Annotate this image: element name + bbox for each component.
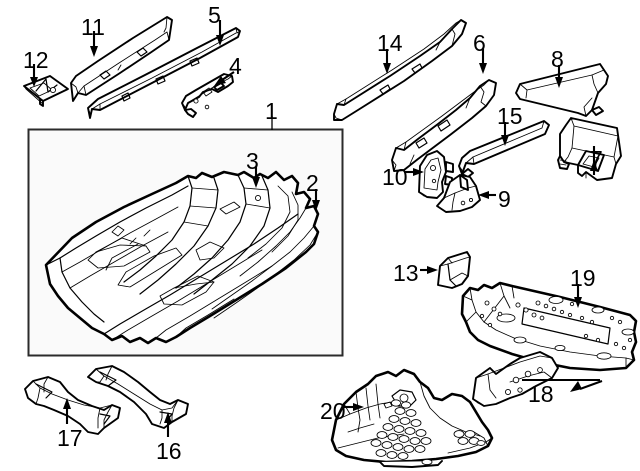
callout-1[interactable]: 1	[265, 98, 278, 124]
part-14-artwork	[333, 19, 467, 121]
callout-9[interactable]: 9	[498, 186, 511, 212]
callout-8[interactable]: 8	[551, 46, 564, 72]
callout-12[interactable]: 12	[23, 47, 49, 73]
honeycomb-vents	[370, 399, 480, 460]
part-20-artwork	[330, 368, 494, 468]
callout-17[interactable]: 17	[57, 425, 83, 451]
callout-15[interactable]: 15	[497, 103, 523, 129]
callout-10[interactable]: 10	[382, 164, 408, 190]
part-12-artwork	[23, 75, 69, 107]
callout-5[interactable]: 5	[208, 2, 221, 28]
callout-19[interactable]: 19	[570, 265, 596, 291]
callout-7[interactable]: 7	[590, 146, 603, 172]
callout-4[interactable]: 4	[229, 53, 242, 79]
callout-16[interactable]: 16	[156, 438, 182, 464]
callout-11[interactable]: 11	[81, 14, 105, 40]
part-13-artwork	[437, 251, 471, 289]
callout-2[interactable]: 2	[306, 170, 319, 196]
callout-13[interactable]: 13	[393, 260, 419, 286]
callout-3[interactable]: 3	[246, 148, 259, 174]
part-18-artwork	[472, 351, 559, 407]
callout-14[interactable]: 14	[377, 30, 403, 56]
part-15-artwork	[458, 120, 550, 178]
part-19-artwork	[460, 281, 638, 372]
callout-6[interactable]: 6	[473, 30, 486, 56]
callout-18[interactable]: 18	[528, 381, 554, 407]
part-9-artwork	[436, 174, 481, 213]
leader-lines	[30, 20, 603, 437]
part-11-artwork	[70, 16, 173, 102]
part-1-floorpan-artwork	[44, 170, 320, 345]
callout-20[interactable]: 20	[320, 398, 346, 424]
part-16-artwork	[87, 365, 189, 429]
part-17-artwork	[24, 376, 121, 435]
part-6-artwork	[391, 79, 497, 172]
part-10-artwork	[418, 150, 454, 199]
part-7-artwork	[557, 117, 622, 181]
part-5-artwork	[87, 27, 241, 119]
part-4-artwork	[181, 73, 234, 118]
